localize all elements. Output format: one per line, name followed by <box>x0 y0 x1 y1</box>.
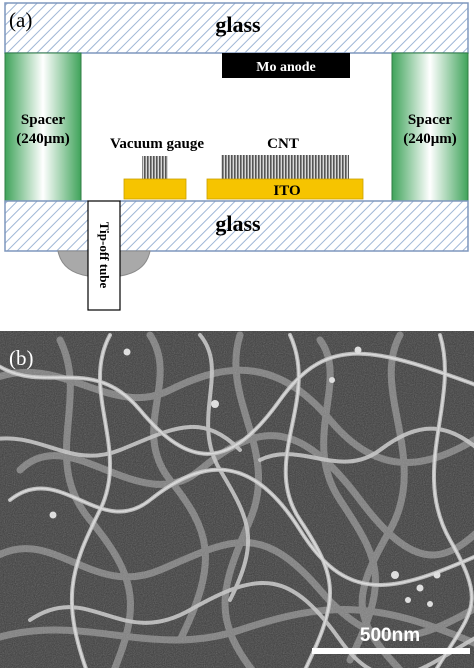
sem-grain <box>0 331 474 668</box>
spacer-left-line1: Spacer <box>21 112 66 128</box>
cnt-emitter <box>221 155 349 179</box>
mo-anode <box>222 53 350 78</box>
panel-a: glass (a) Mo anode Spacer (240μm) Spacer… <box>4 2 469 311</box>
mo-anode-label: Mo anode <box>256 60 316 75</box>
panel-b: (b) 500nm <box>0 331 474 668</box>
vacuum-gauge-element <box>142 156 168 179</box>
bottom-glass-plate <box>4 200 469 252</box>
spacer-right-line1: Spacer <box>408 112 453 128</box>
cnt-label: CNT <box>267 136 299 152</box>
scale-bar-label: 500nm <box>360 625 420 646</box>
vacuum-gauge-label: Vacuum gauge <box>110 136 204 152</box>
ito-label: ITO <box>273 183 300 199</box>
spacer-right <box>391 52 469 202</box>
top-glass-label: glass <box>215 12 261 37</box>
panel-a-label: (a) <box>9 8 32 32</box>
spacer-left-line2: (240μm) <box>16 131 70 147</box>
scale-bar <box>312 648 470 654</box>
ito-electrode <box>206 178 364 200</box>
top-glass-plate <box>4 2 469 54</box>
bottom-glass-label: glass <box>215 211 261 236</box>
panel-b-label: (b) <box>9 346 34 370</box>
tip-off-tube-label: Tip-off tube <box>97 222 112 289</box>
vacuum-gauge-ito-pad <box>123 178 187 200</box>
spacer-left <box>4 52 82 202</box>
spacer-right-line2: (240μm) <box>403 131 457 147</box>
tip-off-tube <box>87 200 121 311</box>
